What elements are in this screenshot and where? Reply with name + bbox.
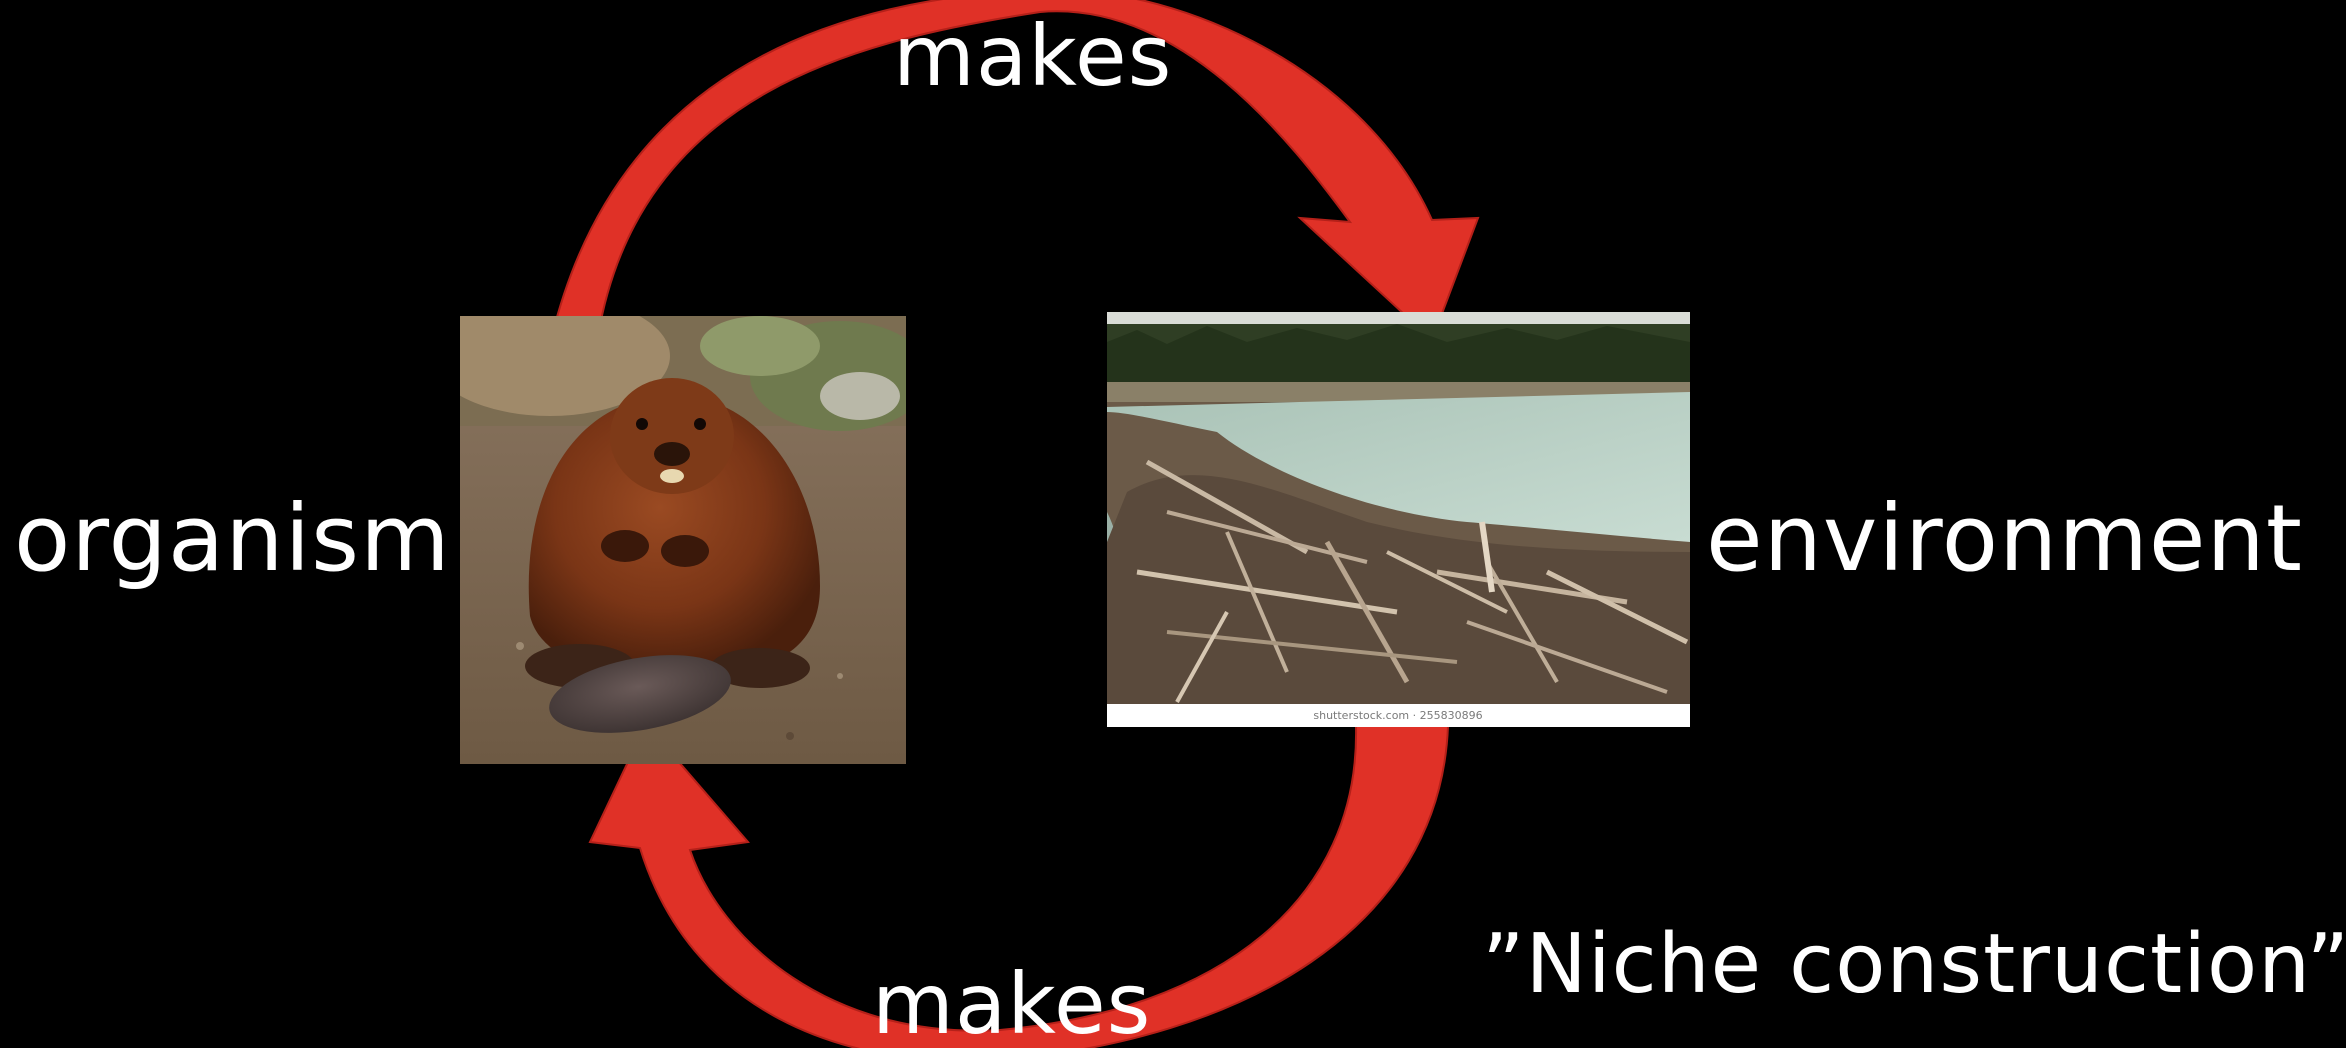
makes-bottom-label: makes (872, 962, 1151, 1046)
niche-construction-caption: ”Niche construction” (1482, 924, 2346, 1006)
dam-photo-watermark: shutterstock.com · 255830896 (1313, 709, 1482, 722)
beaver-photo (460, 316, 906, 764)
beaver-dam-photo: shutterstock.com · 255830896 (1107, 312, 1690, 727)
organism-label: organism (14, 493, 451, 585)
makes-top-label: makes (893, 14, 1172, 98)
environment-label: environment (1706, 493, 2303, 585)
beaver-illustration (460, 316, 906, 764)
beaver-dam-illustration: shutterstock.com · 255830896 (1107, 312, 1690, 727)
